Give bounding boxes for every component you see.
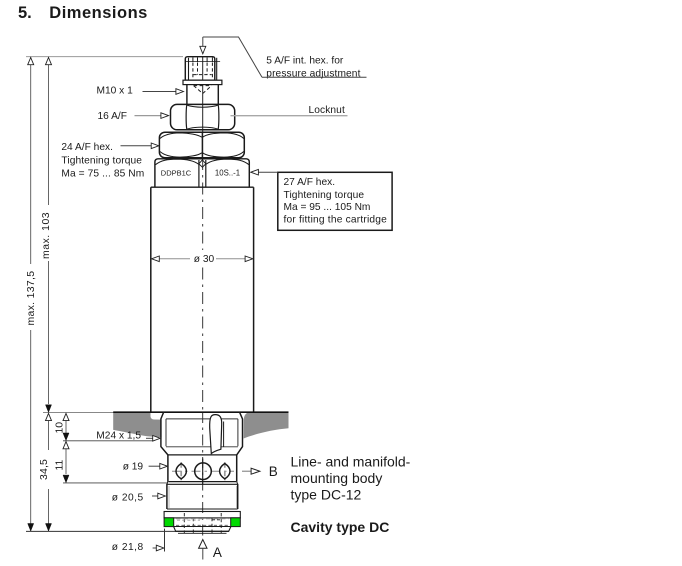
svg-text:Locknut: Locknut [309,105,345,116]
svg-text:B: B [269,464,278,479]
svg-text:mounting body: mounting body [291,470,383,486]
svg-text:max. 137,5: max. 137,5 [26,271,37,326]
svg-text:ø 21,8: ø 21,8 [112,542,144,553]
svg-text:M10 x 1: M10 x 1 [97,86,134,97]
svg-text:10: 10 [54,422,65,434]
svg-text:ø 19: ø 19 [123,462,144,473]
svg-text:pressure adjustment: pressure adjustment [266,68,360,79]
svg-text:34,5: 34,5 [39,459,50,480]
svg-text:11: 11 [54,459,65,470]
svg-text:Ma = 95 ... 105 Nm: Ma = 95 ... 105 Nm [284,202,371,213]
svg-text:max. 103: max. 103 [41,212,52,259]
svg-text:ø 20,5: ø 20,5 [112,492,144,503]
svg-text:ø 30: ø 30 [194,254,215,265]
svg-text:16 A/F: 16 A/F [98,111,127,122]
svg-text:24 A/F hex.: 24 A/F hex. [61,142,113,153]
svg-text:for fitting the cartridge: for fitting the cartridge [284,214,388,225]
svg-text:Tightening torque: Tightening torque [284,190,365,201]
svg-text:10S..-1: 10S..-1 [215,168,240,177]
svg-text:Ma = 75 ... 85 Nm: Ma = 75 ... 85 Nm [61,169,144,180]
svg-text:type DC-12: type DC-12 [291,486,362,502]
svg-text:Dimensions: Dimensions [49,4,148,22]
svg-text:Tightening torque: Tightening torque [61,156,142,167]
svg-text:Cavity type DC: Cavity type DC [291,519,390,535]
svg-text:M24 x 1,5: M24 x 1,5 [96,431,141,442]
svg-text:Line- and manifold-: Line- and manifold- [291,453,411,469]
svg-text:5.: 5. [18,4,32,22]
svg-text:27 A/F hex.: 27 A/F hex. [284,177,336,188]
svg-text:5 A/F int. hex. for: 5 A/F int. hex. for [266,55,344,66]
svg-text:A: A [213,545,222,560]
svg-text:DDPB1C: DDPB1C [161,168,192,177]
